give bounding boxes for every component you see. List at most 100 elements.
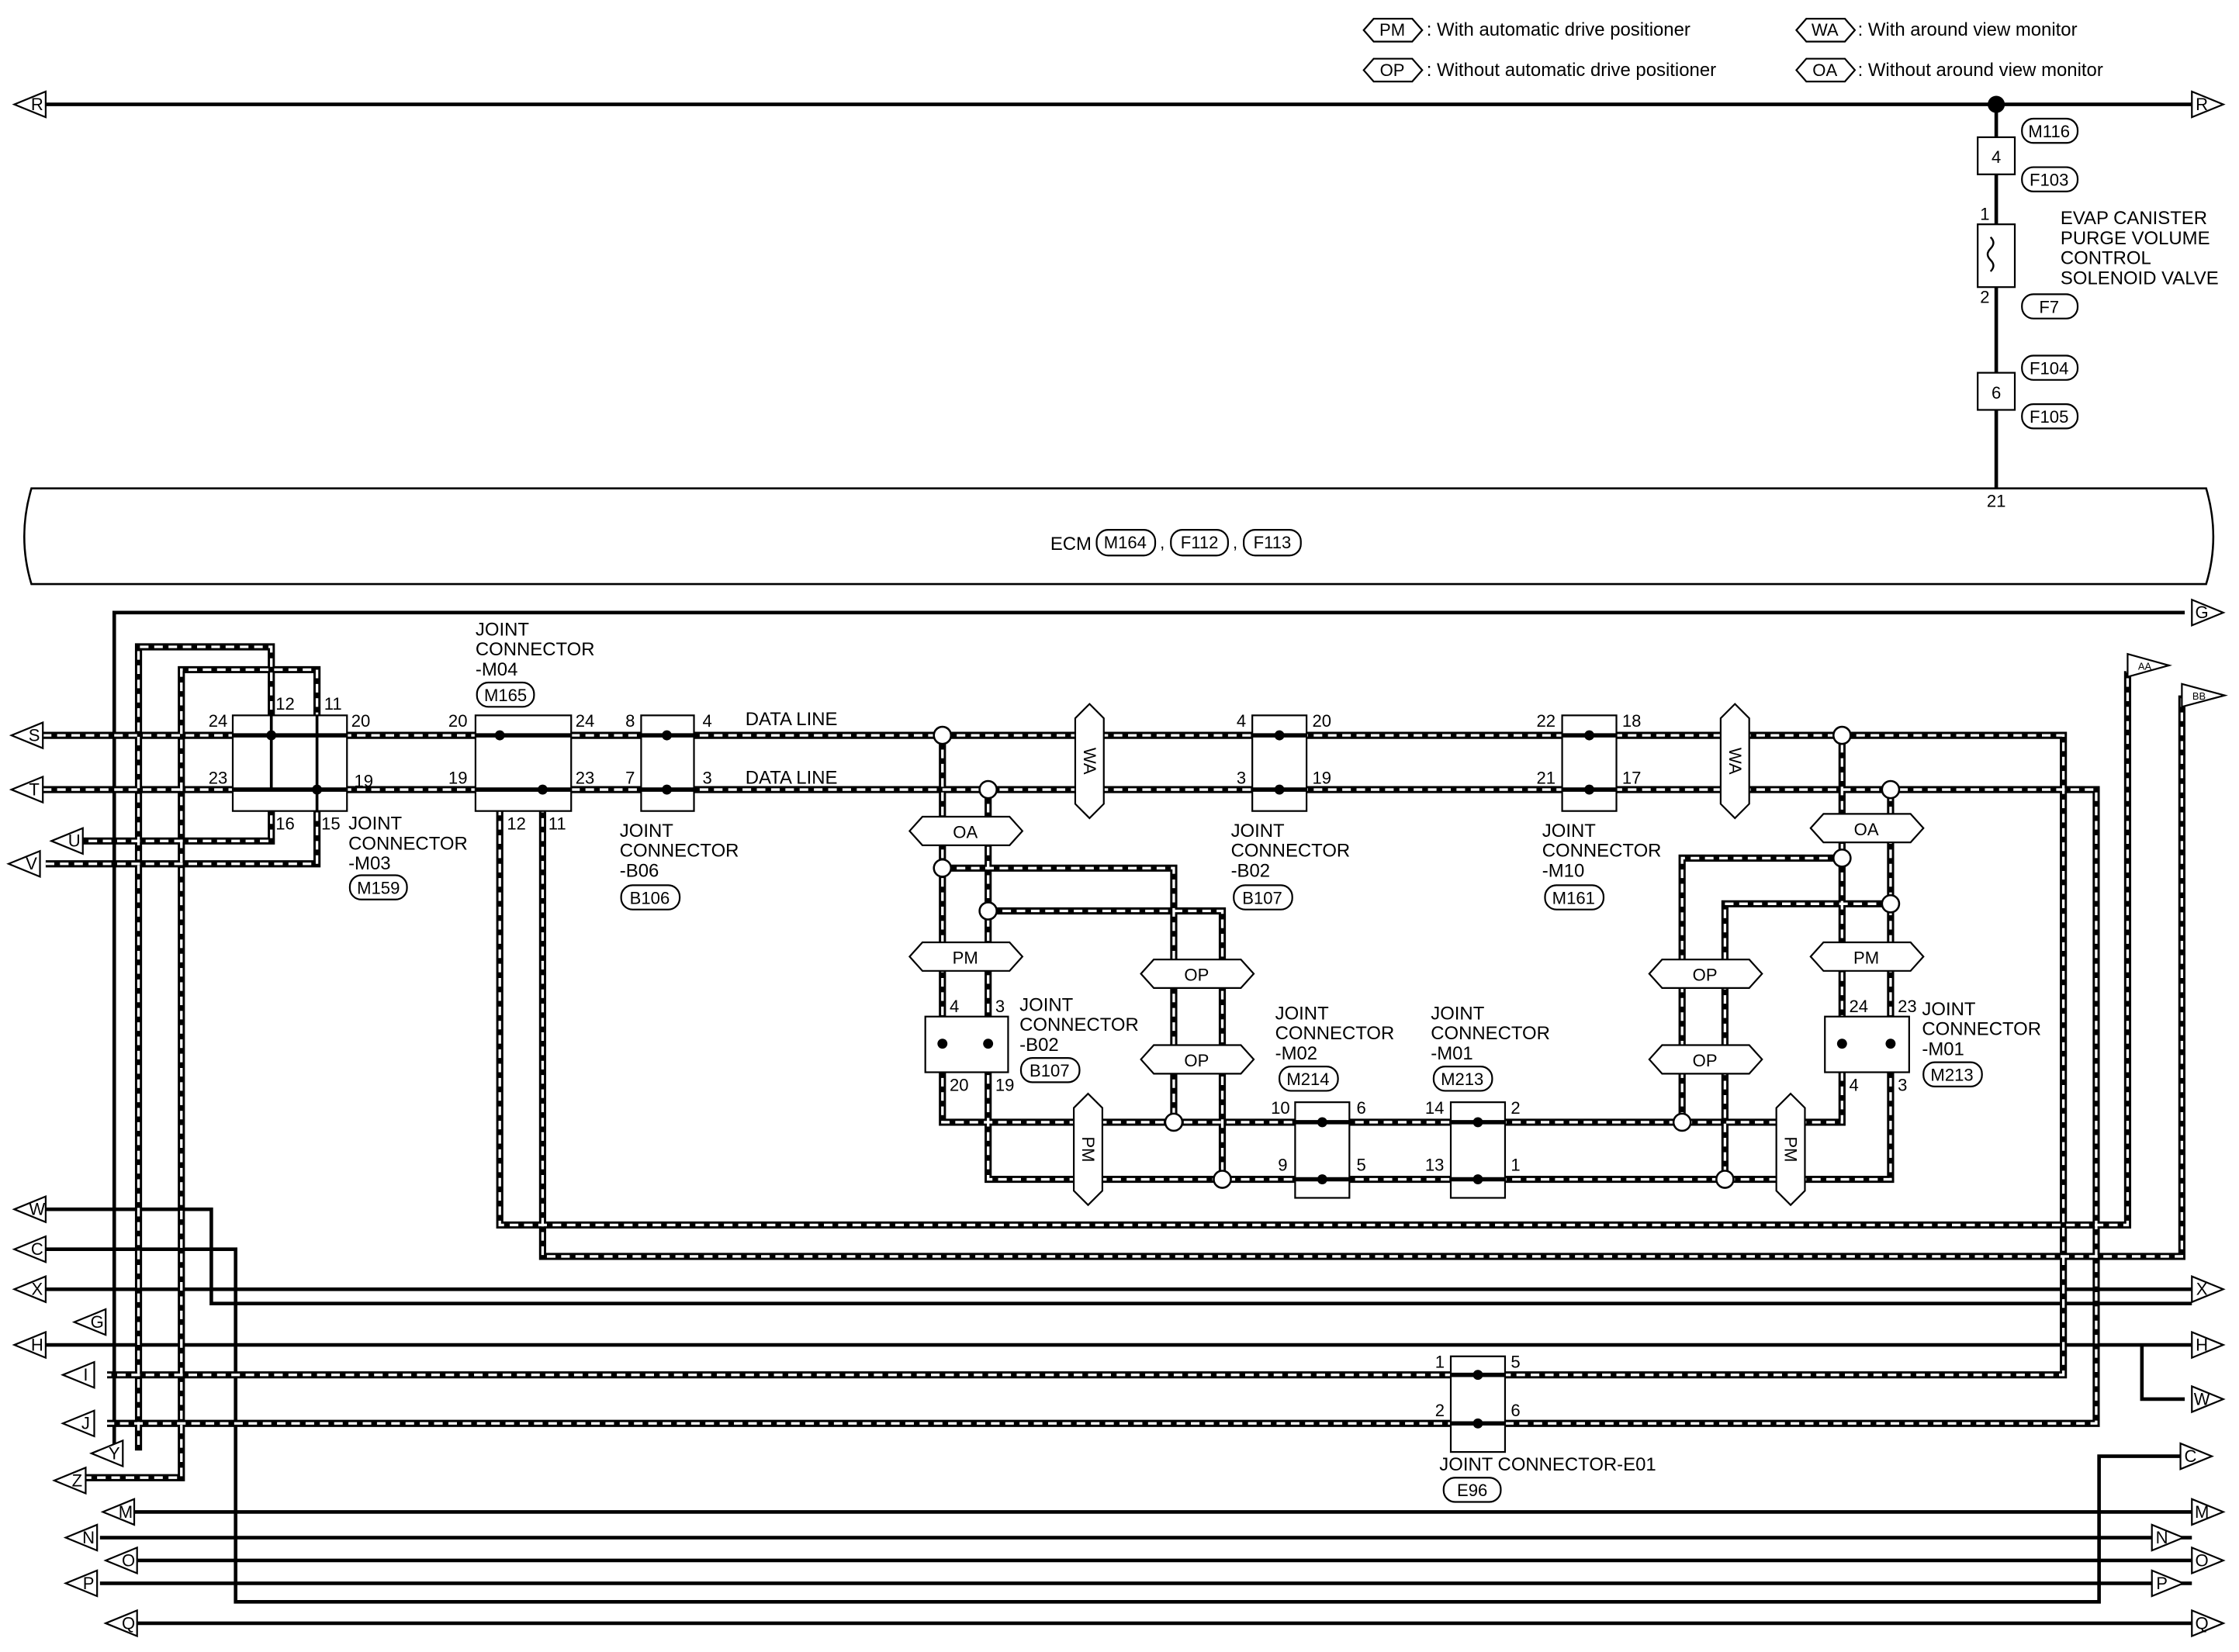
evap-title: EVAP CANISTER PURGE VOLUME CONTROL SOLEN… (2061, 208, 2219, 289)
connector-badge (1279, 1066, 1339, 1092)
connector-badge (2021, 354, 2079, 381)
pin-label: 8 (625, 711, 635, 731)
joint-connector-b02-low: 4 3 20 19 JOINT CONNECTOR -B02 B107 (924, 994, 1139, 1094)
title-line: -B06 (620, 860, 659, 881)
connector-badge (2021, 166, 2079, 192)
legend-text: : With automatic drive positioner (1427, 19, 1690, 40)
connector-title: JOINT CONNECTOR -M01 (1431, 1003, 1555, 1064)
badge-wa-right: WA (1719, 703, 1750, 820)
joint-connectors: 24 12 11 20 23 19 16 15 JOINT CONNECTOR … (209, 619, 2041, 1503)
terminal-o-left: O (105, 1547, 138, 1574)
connector-badge (1095, 528, 1157, 557)
pin-label: 18 (1622, 711, 1642, 731)
separator: , (1160, 533, 1164, 552)
title-line: JOINT (620, 821, 673, 842)
terminal-label: V (26, 854, 37, 873)
badge-code: OP (1184, 966, 1209, 985)
terminal-label: G (91, 1312, 104, 1332)
joint-connector-b02-top: 4 20 3 19 JOINT CONNECTOR -B02 B107 (1231, 711, 1350, 911)
legend-text: : Without automatic drive positioner (1427, 60, 1716, 81)
connector-id: M213 (1441, 1070, 1483, 1089)
pin-label: 23 (1898, 997, 1917, 1016)
joint-connector-m03: 24 12 11 20 23 19 16 15 JOINT CONNECTOR … (209, 694, 468, 900)
legend-wa: WA : With around view monitor (1794, 18, 2078, 43)
connector-id: B106 (630, 888, 670, 907)
evap-circuit: 4 M116 F103 1 2 EVAP CANISTER PURGE VOLU… (1977, 104, 2219, 489)
terminal-label: U (68, 831, 81, 851)
pin-label: 13 (1425, 1155, 1445, 1174)
connector-badge (1019, 1056, 1081, 1083)
title-line: -M01 (1922, 1039, 1964, 1059)
shielded-wires (43, 643, 2185, 1481)
title-line: CONNECTOR (1019, 1014, 1139, 1035)
pin-label: 15 (321, 814, 341, 834)
title-line: JOINT (1231, 821, 1285, 842)
connector-id: M161 (1552, 888, 1595, 907)
terminal-label: O (2196, 1550, 2209, 1570)
pin-label: 6 (1992, 383, 2001, 403)
left-terminals: R S T U V W C X G H I J Y Z M N O P Q (7, 90, 138, 1637)
connector-badge (620, 884, 681, 911)
terminal-label: Q (122, 1613, 135, 1633)
data-line-label: DATA LINE (746, 768, 838, 789)
title-line: -M02 (1275, 1043, 1317, 1064)
title-line: JOINT (1922, 999, 1975, 1020)
terminal-label: M (119, 1502, 133, 1522)
joint-connector-m10: 22 18 21 17 JOINT CONNECTOR -M10 M161 (1536, 711, 1661, 911)
joint-connector-e01: 1 5 2 6 JOINT CONNECTOR-E01 E96 (1435, 1352, 1656, 1503)
title-line: EVAP CANISTER (2061, 208, 2207, 229)
badge-op-right-2: OP (1648, 1044, 1763, 1075)
pin-label: 1 (1511, 1155, 1520, 1174)
connector-badge (1544, 884, 1605, 911)
pin-label: 3 (1898, 1075, 1907, 1094)
legend-text: : With around view monitor (1858, 19, 2078, 40)
terminal-label: W (29, 1200, 45, 1219)
legend-pm: PM : With automatic drive positioner (1362, 18, 1690, 43)
terminal-label: C (31, 1239, 43, 1259)
terminal-label: Y (109, 1443, 120, 1463)
title-line: -B02 (1019, 1035, 1059, 1056)
bus-r (45, 95, 2192, 113)
pin-label: 24 (1850, 997, 1869, 1016)
terminal-label: N (82, 1528, 95, 1547)
terminal-z-left: Z (53, 1467, 87, 1495)
pin-label: 12 (507, 814, 526, 834)
title-line: CONNECTOR (476, 639, 595, 660)
terminal-aa-right: AA (2127, 652, 2172, 679)
terminal-p-left: P (64, 1569, 99, 1598)
terminal-label: H (31, 1335, 43, 1354)
title-line: JOINT (1431, 1003, 1484, 1024)
connector-id: M164 (1104, 533, 1147, 552)
badge-op-left-2: OP (1140, 1044, 1255, 1075)
terminal-c-left: C (13, 1236, 47, 1263)
terminal-label: BB (2192, 690, 2206, 702)
pin-label: 2 (1435, 1401, 1445, 1420)
pin-label: 20 (950, 1075, 969, 1094)
connector-id: F7 (2039, 297, 2059, 316)
title-line: PURGE VOLUME (2061, 228, 2210, 249)
connector-badge (1243, 528, 1302, 557)
pin-label: 6 (1511, 1401, 1520, 1420)
connector-title: JOINT CONNECTOR -M04 (476, 619, 600, 680)
connector-id: M213 (1930, 1066, 1973, 1085)
connector-badge (348, 874, 408, 900)
legend-code: PM (1379, 20, 1405, 40)
pin-label: 24 (576, 711, 595, 731)
terminal-label: S (29, 725, 40, 745)
pin-label: 4 (1850, 1075, 1859, 1094)
pin-label: 6 (1357, 1098, 1366, 1118)
legend-oa: OA : Without around view monitor (1794, 57, 2103, 83)
title-line: CONNECTOR (620, 841, 739, 862)
terminal-o-right: O (2191, 1547, 2224, 1574)
terminal-x-left: X (13, 1275, 47, 1303)
title-line: -M04 (476, 659, 517, 680)
terminal-v-left: V (7, 850, 41, 878)
pin-label: 4 (1237, 711, 1246, 731)
pin-label: 17 (1622, 769, 1642, 788)
title-line: CONNECTOR (348, 833, 468, 854)
pin-label: 19 (995, 1075, 1015, 1094)
badge-oa-right: OA (1809, 813, 1925, 844)
pin-label: 20 (1312, 711, 1331, 731)
terminal-n-left: N (64, 1523, 99, 1552)
badge-pm-bottom-left: PM (1072, 1092, 1104, 1207)
